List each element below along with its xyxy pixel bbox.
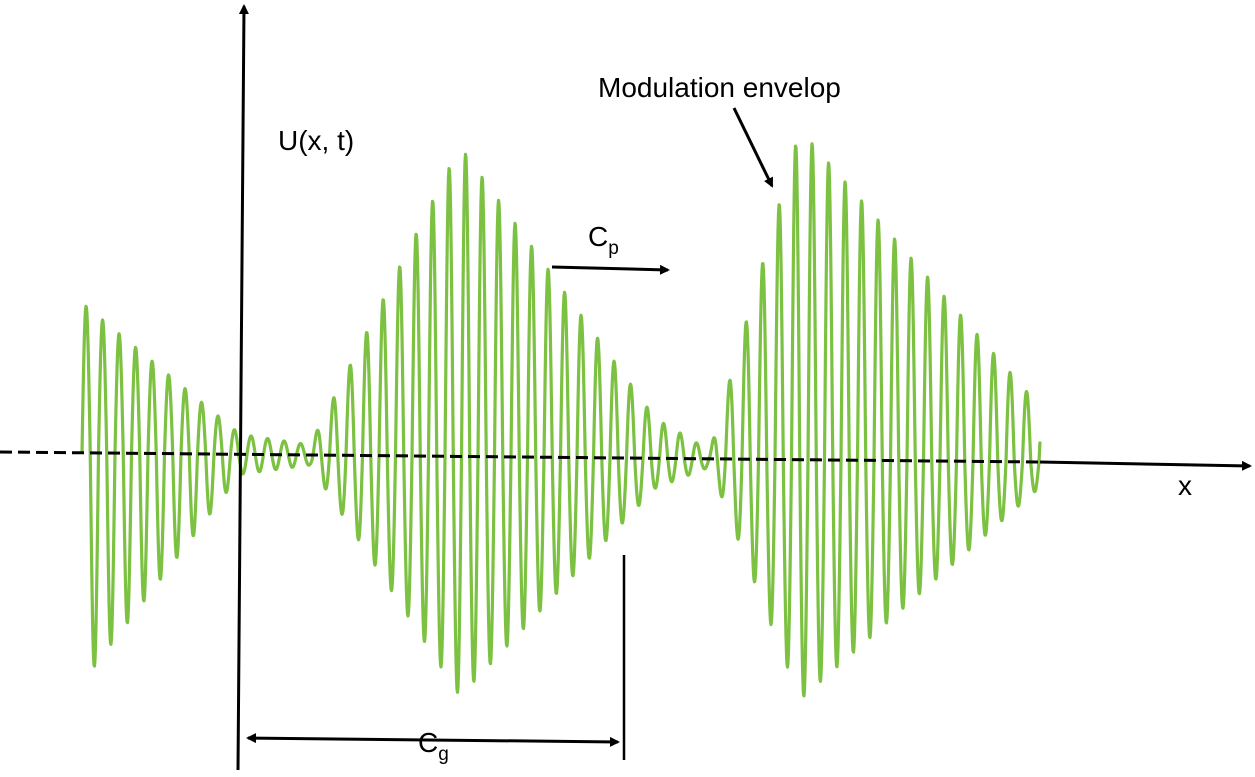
envelope-pointer-arrow xyxy=(732,107,774,188)
wave-signal xyxy=(80,142,1042,698)
modulation-envelope-label: Modulation envelop xyxy=(598,72,841,103)
phase-velocity-label: Cp xyxy=(588,221,619,259)
u-axis xyxy=(236,4,249,771)
phase-velocity-arrow xyxy=(551,264,670,275)
x-axis-dashed xyxy=(0,450,1041,464)
group-velocity-arrow xyxy=(246,733,620,747)
u-axis-label: U(x, t) xyxy=(278,125,354,156)
group-velocity-label: Cg xyxy=(418,727,449,765)
x-axis-label: x xyxy=(1178,470,1192,501)
x-axis xyxy=(1039,460,1252,471)
